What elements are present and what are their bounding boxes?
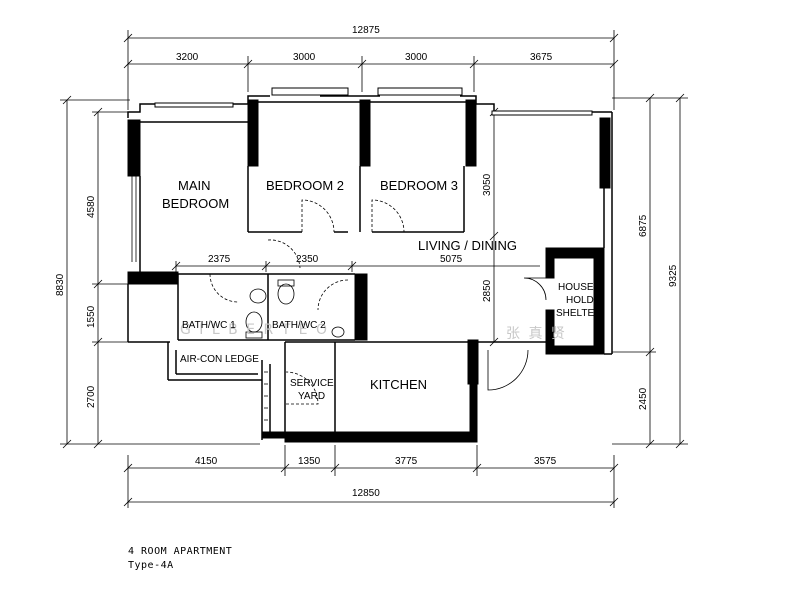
dim-top-4: 3675 — [530, 52, 553, 63]
dim-right-1: 6875 — [638, 214, 649, 237]
fixtures — [245, 279, 345, 339]
dim-left-2: 1550 — [86, 305, 97, 328]
room-main-bedroom-line2: BEDROOM — [162, 196, 229, 211]
dim-left-outer: 8830 — [55, 273, 66, 296]
watermark-chinese: 张 真 贤 — [506, 326, 567, 342]
dim-bath1-width: 2375 — [208, 254, 231, 265]
dim-bottom-4: 3575 — [534, 456, 557, 467]
room-household-line2: HOLD — [566, 295, 594, 306]
dim-left-3: 2700 — [86, 385, 97, 408]
caption-title: 4 ROOM APARTMENT — [128, 546, 233, 557]
dim-top-1: 3200 — [176, 52, 199, 63]
dim-bottom-total: 12850 — [352, 488, 380, 499]
dim-right-2: 2450 — [638, 387, 649, 410]
room-bedroom-3: BEDROOM 3 — [380, 178, 458, 193]
room-bath-2: BATH/WC 2 — [272, 320, 326, 331]
dim-living-depth: 2850 — [482, 279, 493, 302]
dim-bottom-1: 4150 — [195, 456, 218, 467]
room-kitchen: KITCHEN — [370, 377, 427, 392]
room-main-bedroom-line1: MAIN — [178, 178, 211, 193]
dim-top-total: 12875 — [352, 25, 380, 36]
room-service-yard-line2: YARD — [298, 391, 325, 402]
caption-type: Type-4A — [128, 560, 174, 571]
dim-bottom-3: 3775 — [395, 456, 418, 467]
basin-icon — [249, 288, 267, 304]
doors — [209, 199, 547, 405]
dim-top-3: 3000 — [405, 52, 428, 63]
room-household-line1: HOUSE- — [558, 282, 597, 293]
watermark-latin: G I L B E R T E O — [180, 322, 329, 338]
toilet-icon — [277, 283, 295, 305]
walls — [127, 87, 613, 443]
dim-living-width: 5075 — [440, 254, 463, 265]
dim-bottom-2: 1350 — [298, 456, 321, 467]
room-bath-1: BATH/WC 1 — [182, 320, 236, 331]
room-living-dining: LIVING / DINING — [418, 238, 517, 253]
dim-left-1: 4580 — [86, 195, 97, 218]
basin-icon — [331, 326, 345, 338]
room-household-line3: SHELTER — [556, 308, 601, 319]
dim-bath2-width: 2350 — [296, 254, 319, 265]
dim-bedroom3-depth: 3050 — [482, 173, 493, 196]
dimension-lines — [60, 30, 688, 508]
dim-right-outer: 9325 — [668, 264, 679, 287]
dim-top-2: 3000 — [293, 52, 316, 63]
room-service-yard-line1: SERVICE — [290, 378, 334, 389]
room-bedroom-2: BEDROOM 2 — [266, 178, 344, 193]
room-aircon-ledge: AIR-CON LEDGE — [180, 354, 259, 365]
